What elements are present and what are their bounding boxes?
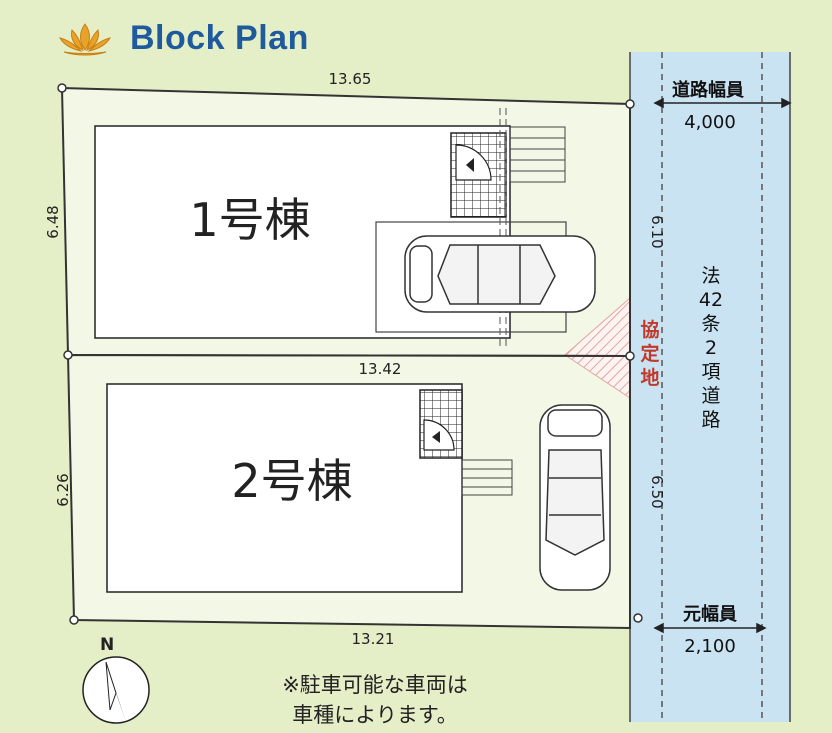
road-type-char: 条 xyxy=(701,313,720,335)
dim-left-lot2: 6.26 xyxy=(54,473,72,506)
agreement-char: 地 xyxy=(640,366,659,389)
car-1-icon xyxy=(404,235,596,313)
road-type-char: 道 xyxy=(701,385,720,407)
note-line: 車種によります。 xyxy=(292,703,458,727)
building-2-footprint xyxy=(106,383,463,593)
door-2-arrow-icon xyxy=(432,431,440,443)
agreement-char: 定 xyxy=(640,342,659,365)
note-line: ※駐車可能な車両は xyxy=(282,673,468,697)
compass-label: N xyxy=(100,635,114,655)
building-1-label: 1号棟 xyxy=(189,193,310,247)
dim-top-width: 13.65 xyxy=(329,70,372,88)
building-2-label: 2号棟 xyxy=(231,454,352,508)
agreement-land-label: 協 定 地 xyxy=(640,319,659,389)
road-width-value: 4,000 xyxy=(684,112,736,133)
lot-corner-markers xyxy=(57,83,643,625)
door-1-arrow-icon xyxy=(466,158,474,172)
dim-front-lot2: 6.50 xyxy=(648,475,666,508)
lotus-icon xyxy=(58,23,112,56)
agreement-char: 協 xyxy=(640,319,659,341)
original-width-arrow xyxy=(653,622,767,634)
road-type-char: 42 xyxy=(699,289,723,311)
original-width-value: 2,100 xyxy=(684,636,736,657)
road-type-char: 法 xyxy=(701,265,720,287)
steps-2 xyxy=(461,459,513,496)
header: Block Plan xyxy=(50,18,309,58)
dim-mid-width: 13.42 xyxy=(359,360,402,378)
car-2-icon xyxy=(539,404,611,591)
steps-1 xyxy=(509,126,566,183)
road-type-char: 2 xyxy=(705,337,717,359)
dim-left-lot1: 6.48 xyxy=(44,205,62,238)
road-type-char: 項 xyxy=(701,361,720,383)
road-type-char: 路 xyxy=(701,409,720,431)
page-title: Block Plan xyxy=(130,18,309,57)
road-width-label: 道路幅員 xyxy=(672,79,744,101)
road-width-arrow xyxy=(653,97,792,109)
road-type-label: 法 42 条 2 項 道 路 xyxy=(699,265,723,431)
dim-front-lot1: 6.10 xyxy=(648,215,666,248)
parking-note: ※駐車可能な車両は 車種によります。 xyxy=(240,670,510,730)
road xyxy=(630,52,790,722)
north-arrow-icon: N xyxy=(82,635,150,724)
dim-bottom-width: 13.21 xyxy=(352,630,395,648)
original-width-label: 元幅員 xyxy=(683,603,737,625)
